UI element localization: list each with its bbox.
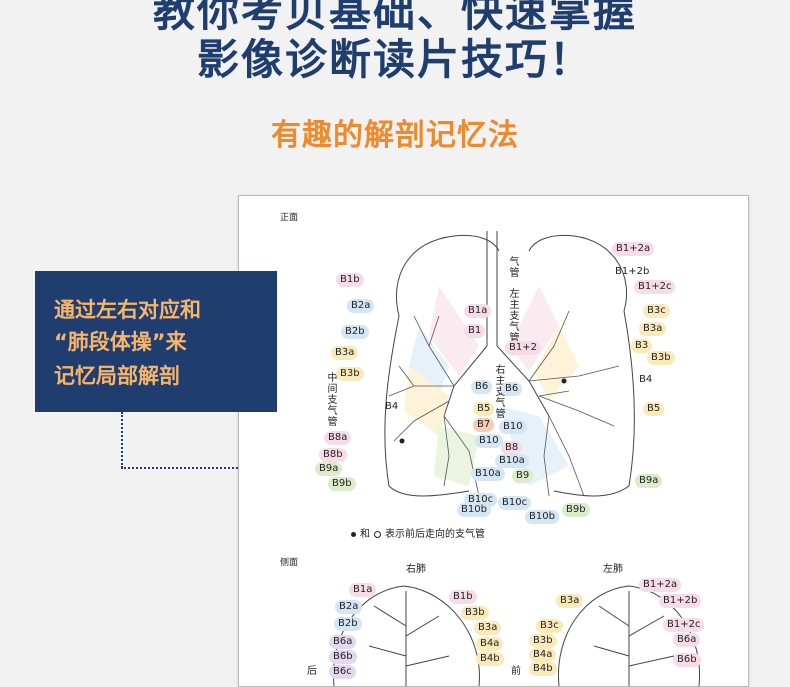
- side-view-label: 侧面: [280, 558, 299, 568]
- segment-label: B1: [464, 324, 486, 338]
- left-lung-title: 左肺: [603, 564, 623, 575]
- segment-label: B4b: [476, 652, 504, 666]
- segment-label: B3: [631, 339, 653, 353]
- intermediate-bronchus-label: 中间支气管: [325, 372, 336, 427]
- segment-label: B2a: [347, 299, 375, 313]
- segment-label: B6a: [673, 633, 701, 647]
- segment-label: B6b: [673, 653, 701, 667]
- trachea-label: 气管: [507, 256, 518, 278]
- segment-label: B9: [512, 469, 534, 483]
- anatomy-illustration-page: 正面 侧面 气管 左主支气管 右主支气管 中间支气管 B1b B2a B2b B…: [238, 195, 749, 687]
- segment-label: B2b: [334, 617, 362, 631]
- segment-label: B5: [643, 402, 665, 416]
- segment-label: B10b: [457, 503, 491, 517]
- segment-label: B1+2b: [615, 266, 650, 277]
- bronchial-tree-drawing: [332, 231, 701, 686]
- segment-label: B7: [473, 418, 495, 432]
- legend-text: 表示前后走向的支气管: [385, 529, 485, 540]
- right-main-bronchus-label: 右主支气管: [493, 364, 504, 419]
- headline-line-2: 影像诊断读片技巧！: [196, 35, 593, 84]
- section-subtitle: 有趣的解剖记忆法: [271, 118, 519, 153]
- callout-connector: [121, 467, 238, 469]
- segment-label: B3b: [529, 634, 557, 648]
- legend-text-and: 和: [360, 529, 370, 540]
- segment-label: B4a: [476, 637, 504, 651]
- segment-label: B6b: [329, 650, 357, 664]
- headline-line-1: 教你考贝基础、快速掌握: [152, 0, 637, 36]
- segment-label: B4: [385, 401, 399, 412]
- segment-label: B1b: [449, 590, 477, 604]
- callout-line-2: “肺段体操”来: [54, 330, 187, 354]
- segment-label: B3a: [331, 346, 359, 360]
- callout-box: 通过左右对应和 “肺段体操”来 记忆局部解剖: [35, 271, 277, 412]
- segment-label: B6c: [329, 665, 356, 679]
- segment-label: B3b: [336, 367, 364, 381]
- right-lung-title: 右肺: [406, 564, 426, 575]
- posterior-label: 后: [307, 666, 317, 677]
- front-view-label: 正面: [280, 213, 299, 223]
- segment-label: B4a: [529, 648, 557, 662]
- segment-label: B6: [501, 382, 523, 396]
- segment-label: B3a: [474, 621, 502, 635]
- segment-label: B1a: [349, 583, 377, 597]
- anterior-label: 前: [511, 666, 521, 677]
- segment-label: B5: [473, 402, 495, 416]
- segment-label: B10a: [471, 467, 505, 481]
- segment-label: B8: [501, 441, 523, 455]
- legend: 和 表示前后走向的支气管: [351, 525, 485, 540]
- callout-line-1: 通过左右对应和: [54, 298, 201, 322]
- segment-label: B1+2c: [663, 618, 705, 632]
- segment-label: B10a: [495, 454, 529, 468]
- left-main-bronchus-label: 左主支气管: [507, 288, 518, 343]
- segment-label: B4: [639, 374, 653, 385]
- segment-label: B1+2b: [659, 594, 702, 608]
- filled-dot-icon: [351, 531, 356, 537]
- callout-connector: [121, 412, 123, 468]
- segment-label: B3a: [639, 322, 667, 336]
- segment-label: B3c: [643, 304, 670, 318]
- segment-label: B3b: [647, 351, 675, 365]
- segment-label: B10b: [525, 510, 559, 524]
- segment-label: B9b: [328, 477, 356, 491]
- segment-label: B1+2a: [639, 578, 682, 592]
- segment-label: B3b: [461, 606, 489, 620]
- segment-label: B9a: [315, 462, 343, 476]
- segment-label: B1b: [336, 273, 364, 287]
- segment-label: B9a: [635, 474, 663, 488]
- segment-label: B9b: [562, 503, 590, 517]
- segment-label: B4b: [529, 662, 557, 676]
- segment-label: B8b: [319, 448, 347, 462]
- segment-label: B2a: [335, 600, 363, 614]
- segment-label: B10: [475, 434, 503, 448]
- segment-label: B10: [499, 420, 527, 434]
- segment-label: B1+2a: [612, 242, 655, 256]
- callout-line-3: 记忆局部解剖: [54, 364, 180, 388]
- segment-label: B3a: [556, 594, 584, 608]
- segment-label: B6a: [329, 635, 357, 649]
- segment-label: B2b: [341, 325, 369, 339]
- segment-label: B8a: [324, 431, 352, 445]
- segment-label: B3c: [536, 619, 563, 633]
- segment-label: B1+2: [505, 341, 541, 355]
- segment-label: B10c: [498, 496, 532, 510]
- segment-label: B6: [471, 380, 493, 394]
- hollow-dot-icon: [374, 530, 381, 538]
- segment-label: B1a: [464, 304, 492, 318]
- segment-label: B1+2c: [634, 280, 676, 294]
